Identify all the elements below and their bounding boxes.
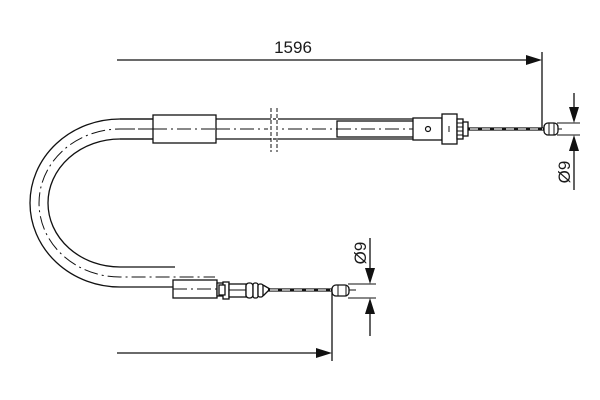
lower-sheath [172,279,218,299]
overall-length-label: 1596 [274,38,312,57]
right-end-nipple [543,122,562,136]
arrowhead-right-icon [526,55,542,65]
overall-length-dimension: 1596 [117,38,543,128]
lower-end-fitting [216,281,272,300]
right-end-fitting [412,113,469,145]
lower-end-nipple [331,284,356,297]
lower-diameter-dimension: Ø9 [348,238,376,336]
u-bend-sheath [29,118,215,288]
arrowhead-down-icon [569,107,579,123]
arrowhead-up-icon [569,135,579,151]
arrowhead-right-icon [316,348,332,358]
right-diameter-dimension: Ø9 [555,93,580,190]
break-mark [268,108,280,152]
right-diameter-label: Ø9 [555,161,574,184]
bottom-length-dimension [117,292,333,361]
arrowhead-up-icon [365,298,375,314]
upper-sheath [120,108,540,152]
arrowhead-down-icon [365,268,375,284]
lower-diameter-label: Ø9 [351,242,370,265]
